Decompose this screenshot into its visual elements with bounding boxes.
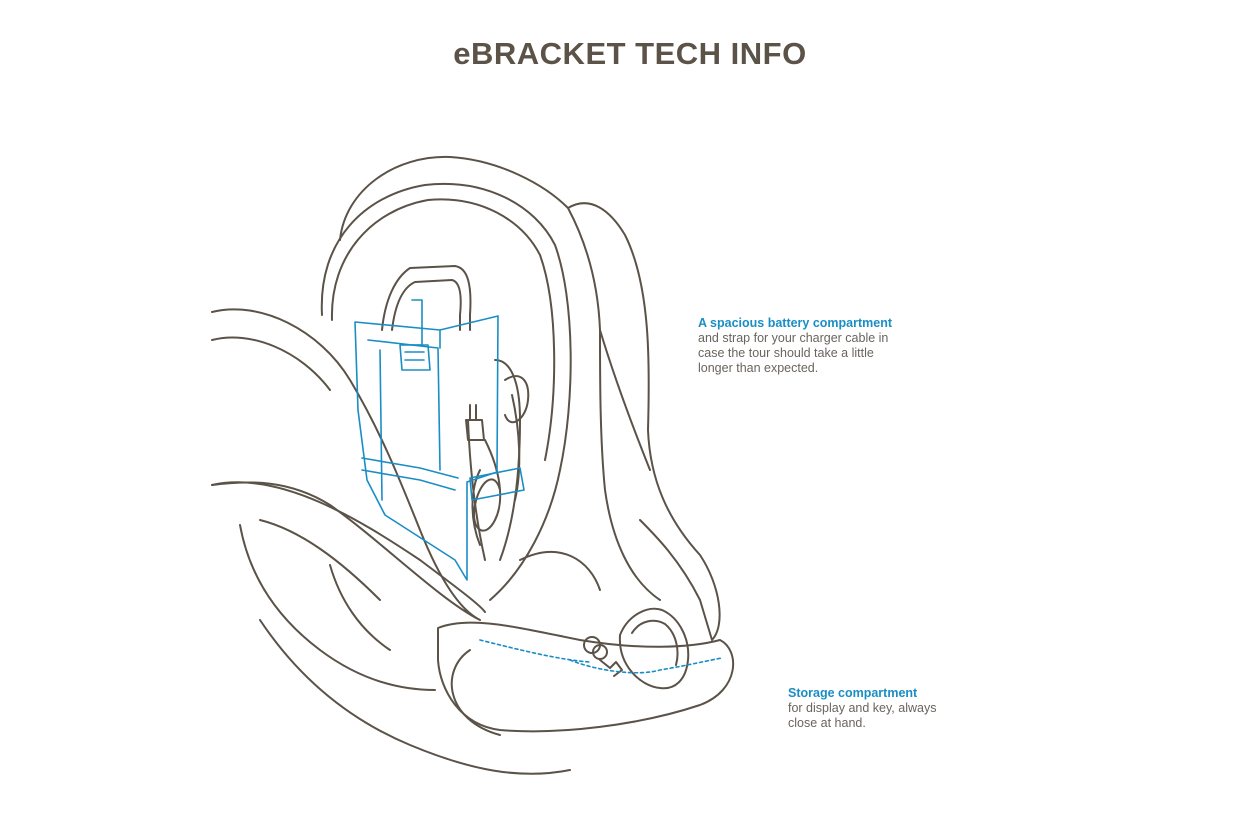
storage-callout-text: for display and key, always close at han… (788, 701, 937, 730)
battery-compartment-outline (354, 315, 499, 581)
backpack-back-panel (339, 155, 721, 641)
battery-compartment-callout: A spacious battery compartment and strap… (698, 316, 898, 376)
storage-pocket-stitching (479, 639, 591, 663)
battery-callout-heading: A spacious battery compartment (698, 316, 893, 330)
backpack-inner-rim (320, 182, 572, 601)
storage-compartment-callout: Storage compartment for display and key,… (788, 686, 948, 731)
storage-pocket-outline (437, 621, 734, 733)
storage-callout-heading: Storage compartment (788, 686, 918, 700)
backpack-front-flap (211, 308, 481, 621)
display-device (618, 607, 690, 690)
page-title: eBRACKET TECH INFO (453, 36, 807, 71)
buckle-icon (399, 344, 431, 371)
charger-strap (469, 467, 525, 501)
battery-callout-text: and strap for your charger cable in case… (698, 331, 889, 375)
